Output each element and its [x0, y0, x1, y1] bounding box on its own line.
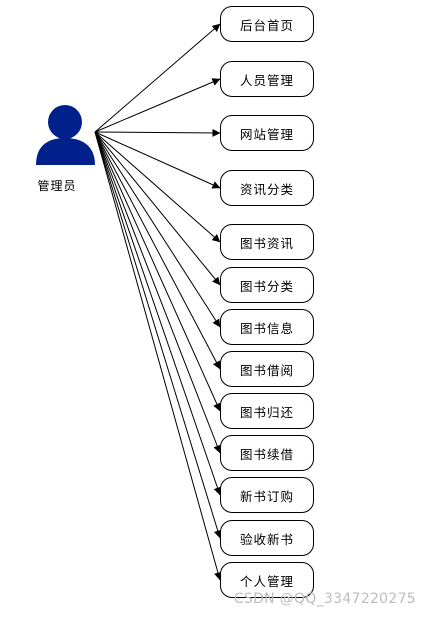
edge-n4: [94, 131, 221, 189]
edge-n6: [94, 131, 221, 286]
edge-n5: [94, 131, 221, 243]
node-n9: 图书归还: [220, 393, 314, 429]
edge-n13: [94, 131, 222, 581]
edge-n3: [94, 128, 221, 137]
node-n6: 图书分类: [220, 267, 314, 303]
edge-n11: [94, 131, 222, 496]
node-n10: 图书续借: [220, 435, 314, 471]
node-n1: 后台首页: [220, 6, 314, 42]
edge-n12: [94, 131, 222, 539]
edge-n7: [94, 131, 221, 328]
edge-n2: [94, 78, 221, 133]
node-n5: 图书资讯: [220, 224, 314, 260]
edge-n8: [94, 131, 221, 370]
node-n11: 新书订购: [220, 477, 314, 513]
node-n13: 个人管理: [220, 562, 314, 598]
admin-user-icon: [36, 105, 95, 165]
node-n3: 网站管理: [220, 115, 314, 151]
node-n8: 图书借阅: [220, 351, 314, 387]
node-n2: 人员管理: [220, 61, 314, 97]
edge-n1: [94, 23, 221, 133]
edge-n10: [94, 131, 221, 454]
watermark: CSDN @QQ_3347220275: [233, 591, 416, 607]
node-n4: 资讯分类: [220, 170, 314, 206]
edge-n9: [94, 131, 221, 412]
edge-group: [94, 23, 222, 581]
actor-label: 管理员: [37, 179, 77, 193]
node-n12: 验收新书: [220, 520, 314, 556]
node-n7: 图书信息: [220, 309, 314, 345]
